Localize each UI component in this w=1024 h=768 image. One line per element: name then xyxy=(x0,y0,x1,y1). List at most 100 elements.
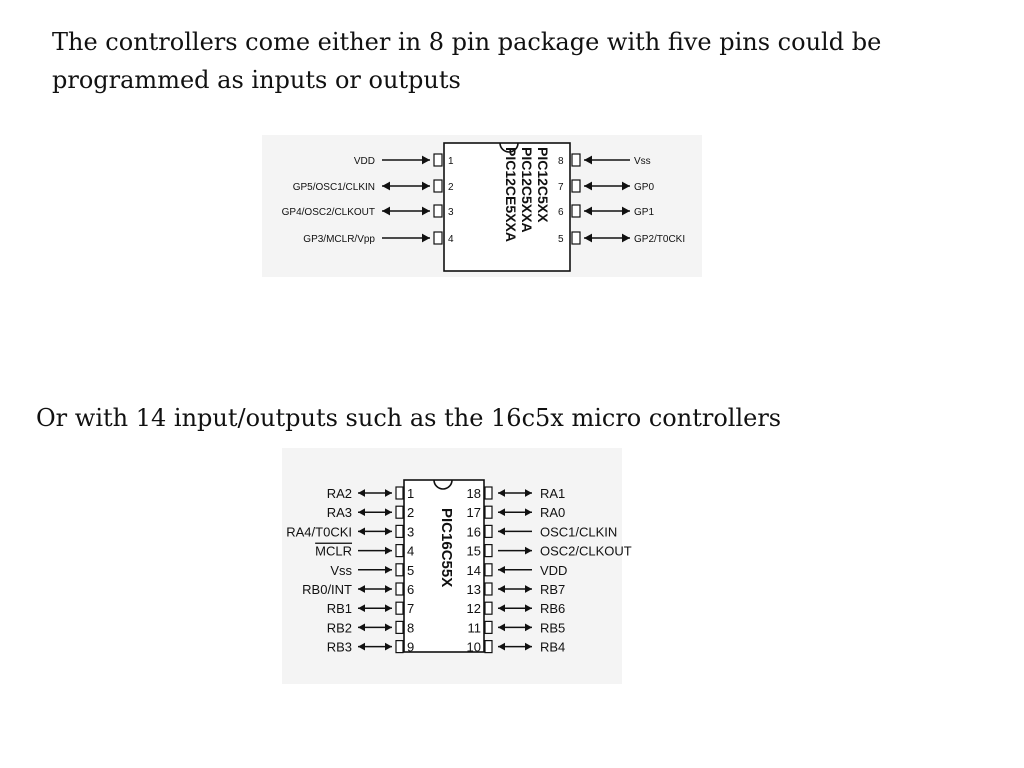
pin-number: 13 xyxy=(467,582,481,597)
pin-pad xyxy=(484,620,493,634)
pin-pad xyxy=(571,179,581,193)
arrowhead-from-chip xyxy=(358,642,365,651)
arrowhead-from-chip xyxy=(358,604,365,613)
pin-pad xyxy=(484,640,493,654)
arrowhead-to-chip xyxy=(385,565,392,574)
arrowhead-from-chip xyxy=(358,623,365,632)
arrowhead-from-chip xyxy=(622,206,630,216)
arrowhead-from-chip xyxy=(622,233,630,243)
pin-3: 3 RA4/T0CKI xyxy=(286,524,414,539)
pin-label: RA4/T0CKI xyxy=(286,524,352,539)
pin-number: 4 xyxy=(448,234,454,245)
arrowhead-from-chip xyxy=(525,642,532,651)
arrowhead-from-chip xyxy=(358,585,365,593)
pin-label: GP0 xyxy=(634,182,654,193)
chip-part-number: PIC12C5XX xyxy=(535,147,551,223)
pin-4: 4 GP3/MCLR/Vpp xyxy=(303,231,454,245)
pin-pad xyxy=(395,524,404,539)
pin-pad xyxy=(484,505,493,519)
arrowhead-to-chip xyxy=(385,585,392,593)
pin-number: 3 xyxy=(407,524,414,539)
pin-label: RB7 xyxy=(540,582,565,597)
pin-5: 5 GP2/T0CKI xyxy=(558,231,685,245)
arrowhead-to-chip xyxy=(422,181,430,191)
pin-number: 3 xyxy=(448,207,454,218)
pin-number: 2 xyxy=(448,182,454,193)
arrowhead-to-chip xyxy=(385,604,392,613)
intro-line-2: programmed as inputs or outputs xyxy=(52,66,461,94)
pin-number: 5 xyxy=(407,563,414,578)
pin-16: 16 OSC1/CLKIN xyxy=(467,524,618,539)
arrowhead-to-chip xyxy=(385,623,392,632)
arrowhead-to-chip xyxy=(422,233,430,243)
chip-body xyxy=(403,479,485,653)
pin-number: 6 xyxy=(558,207,564,218)
pin-number: 16 xyxy=(467,524,481,539)
pin-pad xyxy=(395,563,404,577)
pin-label: RA2 xyxy=(327,486,352,501)
pin-label: GP2/T0CKI xyxy=(634,234,685,245)
arrowhead-from-chip xyxy=(358,527,365,536)
pin-label: RB4 xyxy=(540,640,565,655)
intro-line-1: The controllers come either in 8 pin pac… xyxy=(52,28,882,56)
arrowhead-to-chip xyxy=(498,527,505,536)
pin-number: 17 xyxy=(467,505,481,520)
pin-number: 18 xyxy=(467,486,481,501)
arrowhead-to-chip xyxy=(498,642,505,651)
pin-number: 1 xyxy=(448,156,454,167)
pin-number: 4 xyxy=(407,544,414,559)
pin-label: RB6 xyxy=(540,601,565,616)
pin-label: GP3/MCLR/Vpp xyxy=(303,234,375,245)
arrowhead-to-chip xyxy=(385,546,392,555)
pin-pad xyxy=(395,505,404,519)
pin-label: OSC1/CLKIN xyxy=(540,524,617,539)
arrowhead-from-chip xyxy=(358,508,365,517)
arrowhead-to-chip xyxy=(498,508,505,517)
pin-2: 2 RA3 xyxy=(327,505,415,520)
chip-part-number: PIC12CE5XXA xyxy=(503,147,519,242)
pin-number: 11 xyxy=(468,620,482,635)
arrowhead-to-chip xyxy=(422,155,430,165)
pin-pad xyxy=(484,563,493,577)
pin-pad xyxy=(395,582,404,596)
pin-number: 15 xyxy=(467,544,481,559)
pinout-8pin-svg: PIC12C5XXPIC12C5XXAPIC12CE5XXA1VDD2GP5/O… xyxy=(262,135,702,277)
pin-pad xyxy=(395,620,404,634)
arrowhead-to-chip xyxy=(584,206,592,216)
pin-number: 1 xyxy=(407,486,414,501)
arrowhead-from-chip xyxy=(382,206,390,216)
pin-label: RB3 xyxy=(327,640,352,655)
pin-label: RB5 xyxy=(540,620,565,635)
pin-number: 2 xyxy=(407,505,414,520)
pin-label: RA3 xyxy=(327,505,352,520)
pin-number: 9 xyxy=(407,640,414,655)
pin-pad xyxy=(433,153,443,167)
arrowhead-to-chip xyxy=(498,565,505,574)
pin-number: 5 xyxy=(558,234,564,245)
pin-pad xyxy=(484,543,493,558)
chip-notch xyxy=(499,142,519,153)
pin-12: 12 RB6 xyxy=(467,601,566,616)
pin-label: RB1 xyxy=(327,601,352,616)
pin-number: 14 xyxy=(467,563,481,578)
pin-number: 12 xyxy=(467,601,481,616)
arrowhead-from-chip xyxy=(382,181,390,191)
pin-pad xyxy=(433,231,443,245)
pin-label: VDD xyxy=(354,156,375,167)
pin-pad xyxy=(484,601,493,615)
arrowhead-from-chip xyxy=(525,623,532,632)
chip-notch xyxy=(433,479,453,490)
pin-1: 1 RA2 xyxy=(327,486,415,501)
arrowhead-from-chip xyxy=(525,546,532,555)
arrowhead-to-chip xyxy=(584,181,592,191)
pin-number: 8 xyxy=(558,156,564,167)
